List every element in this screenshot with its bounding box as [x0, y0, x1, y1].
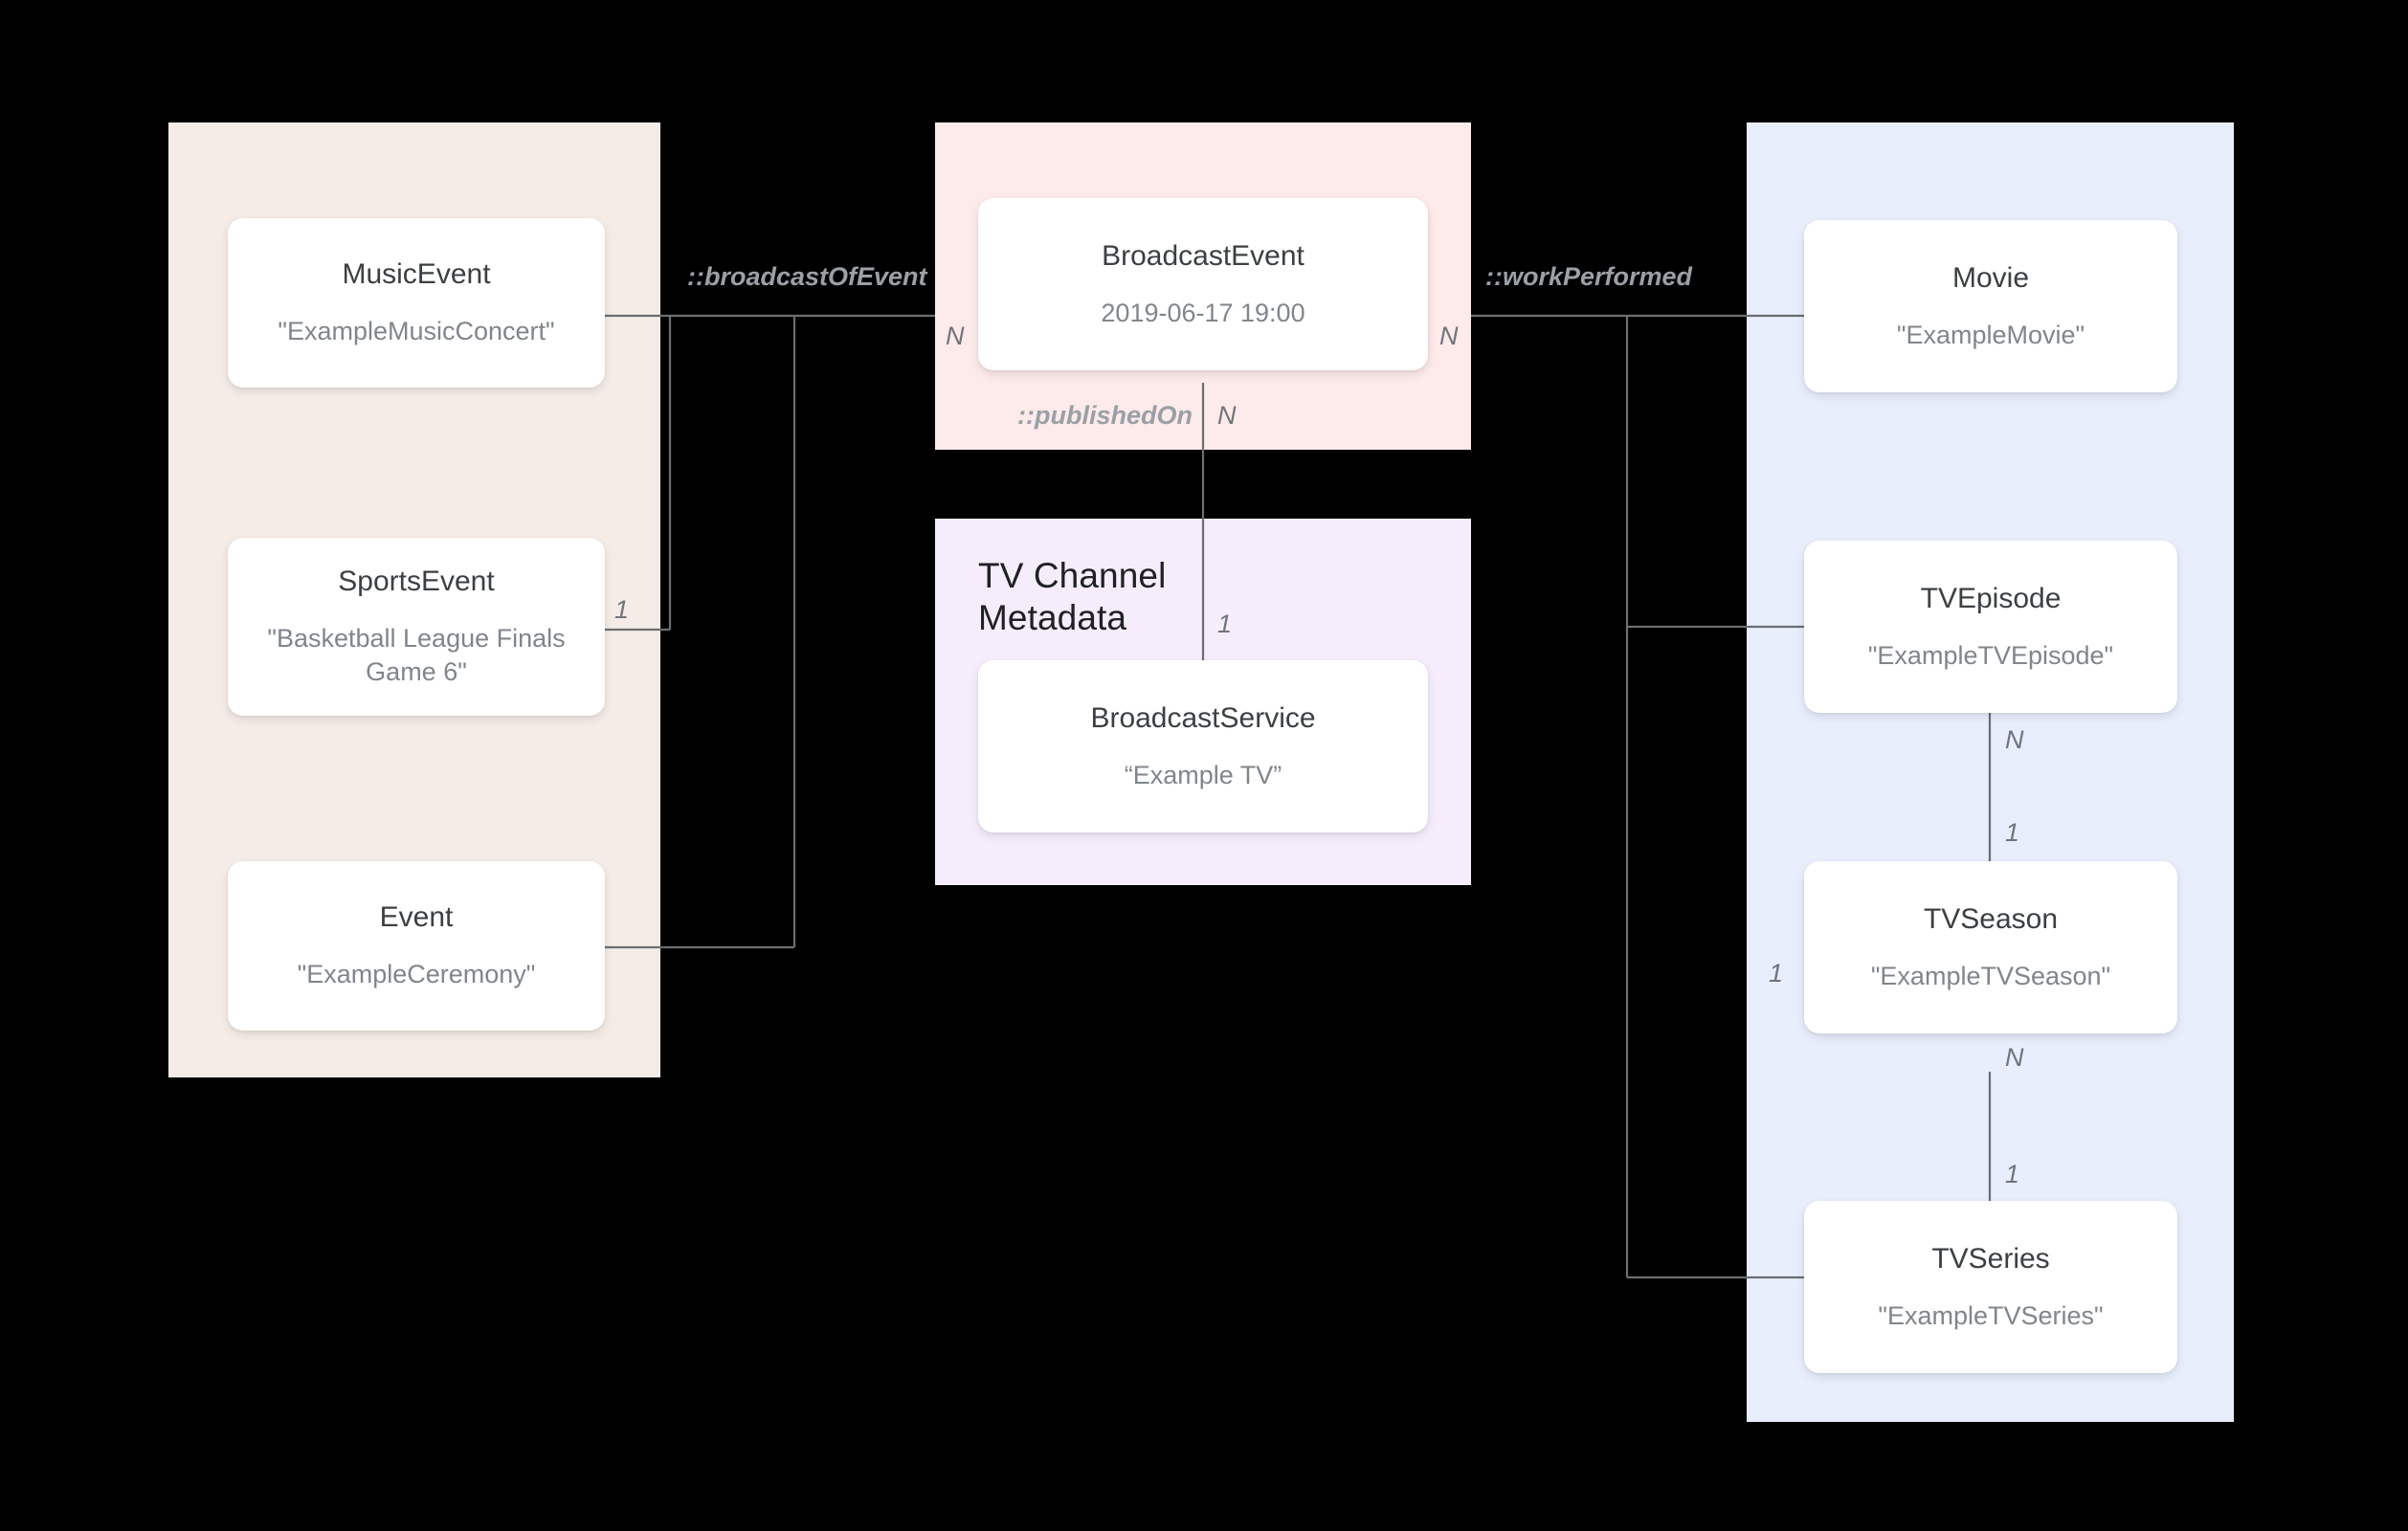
node-type-label: TVSeries	[1931, 1242, 2050, 1275]
node-value-label: "ExampleTVSeries"	[1878, 1300, 2104, 1330]
node-event[interactable]: Event "ExampleCeremony"	[228, 861, 605, 1031]
node-value-label: 2019-06-17 19:00	[1101, 298, 1305, 327]
cardinality-broadcast-service-one: 1	[1217, 610, 1233, 638]
node-music-event[interactable]: MusicEvent "ExampleMusicConcert"	[228, 218, 605, 388]
cardinality-sports-event-one: 1	[614, 595, 630, 624]
cardinality-tv-season-one-down: 1	[2005, 818, 2020, 847]
node-value-label: "ExampleMusicConcert"	[278, 317, 555, 346]
node-type-label: TVEpisode	[1920, 582, 2062, 614]
node-value-label: "Basketball League Finals Game 6"	[267, 624, 566, 686]
cardinality-published-on-n: N	[1217, 401, 1237, 430]
node-value-label: "ExampleMovie"	[1896, 320, 2085, 349]
cardinality-tv-episode-n: N	[2005, 725, 2024, 754]
node-value-label: "ExampleTVSeason"	[1870, 961, 2111, 990]
cardinality-tv-series-one: 1	[2005, 1160, 2020, 1188]
node-type-label: BroadcastEvent	[1102, 239, 1304, 272]
node-value-label: “Example TV”	[1124, 760, 1282, 789]
cardinality-broadcast-event-left: N	[946, 322, 965, 350]
node-broadcast-service[interactable]: BroadcastService “Example TV”	[978, 660, 1428, 832]
node-tv-season[interactable]: TVSeason "ExampleTVSeason"	[1804, 861, 2177, 1033]
node-value-label: "ExampleCeremony"	[297, 960, 536, 989]
node-type-label: SportsEvent	[338, 566, 495, 598]
edge-label-broadcast-of-event: ::broadcastOfEvent	[687, 262, 927, 291]
node-type-label: MusicEvent	[342, 258, 491, 291]
node-type-label: Movie	[1951, 261, 2030, 294]
node-value-label: "ExampleTVEpisode"	[1867, 640, 2114, 670]
node-broadcast-event[interactable]: BroadcastEvent 2019-06-17 19:00	[978, 198, 1428, 370]
cardinality-tv-season-side-one: 1	[1769, 959, 1784, 987]
group-title-tv-channel-metadata: TV Channel Metadata	[978, 556, 1167, 637]
cardinality-broadcast-event-right: N	[1439, 322, 1459, 350]
node-tv-series[interactable]: TVSeries "ExampleTVSeries"	[1804, 1201, 2177, 1373]
node-tv-episode[interactable]: TVEpisode "ExampleTVEpisode"	[1804, 541, 2177, 713]
node-type-label: BroadcastService	[1090, 701, 1316, 734]
node-type-label: Event	[379, 901, 454, 934]
node-type-label: TVSeason	[1923, 902, 2059, 935]
node-movie[interactable]: Movie "ExampleMovie"	[1804, 220, 2177, 392]
edge-label-published-on: ::publishedOn	[1017, 401, 1193, 430]
cardinality-tv-season-n: N	[2005, 1043, 2024, 1072]
node-sports-event[interactable]: SportsEvent "Basketball League Finals Ga…	[228, 538, 605, 716]
edge-label-work-performed: ::workPerformed	[1485, 262, 1693, 291]
